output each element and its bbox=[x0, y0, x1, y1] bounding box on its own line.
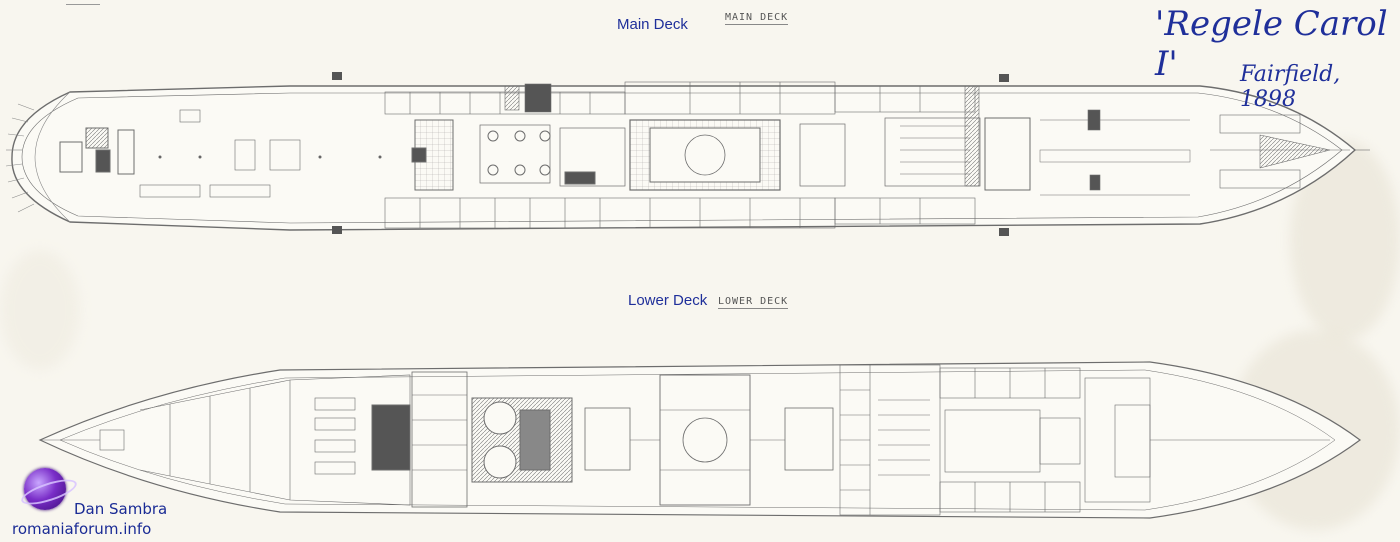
lower-deck-caption: LOWER DECK bbox=[718, 296, 789, 309]
corner-mark bbox=[66, 0, 100, 5]
main-deck-plan bbox=[5, 72, 1370, 236]
main-deck-label: Main Deck bbox=[617, 16, 688, 33]
paper-stain bbox=[0, 250, 80, 370]
lower-deck-plan bbox=[38, 361, 1362, 519]
main-deck-caption: MAIN DECK bbox=[725, 12, 789, 25]
site-credit: romaniaforum.info bbox=[12, 520, 152, 538]
builder-year: Fairfield, 1898 bbox=[1240, 62, 1341, 112]
ship-name: 'Regele Carol I' bbox=[1155, 4, 1388, 84]
author-credit: Dan Sambra bbox=[74, 500, 168, 518]
lower-deck-label: Lower Deck bbox=[628, 292, 708, 309]
globe-logo-icon bbox=[24, 468, 66, 510]
